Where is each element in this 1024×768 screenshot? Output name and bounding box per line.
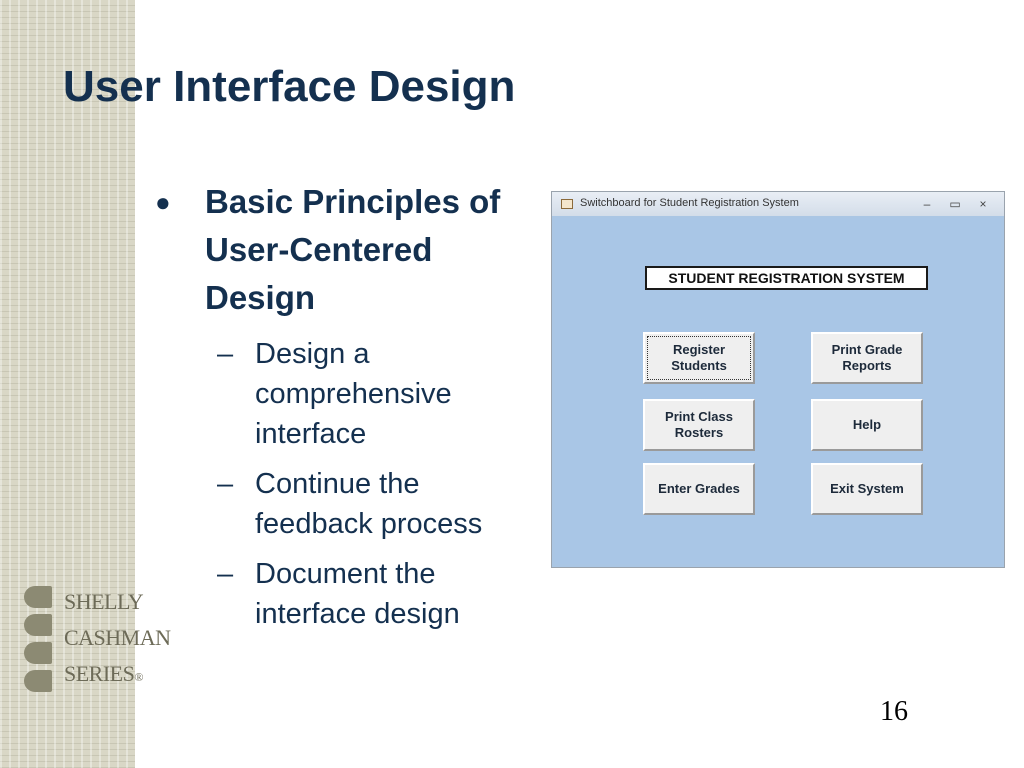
logo-mark-icon <box>24 584 54 694</box>
main-bullet: ● Basic Principles of User-Centered Desi… <box>155 178 535 322</box>
close-button[interactable]: × <box>979 197 987 211</box>
form-icon <box>561 199 573 209</box>
logo-line: CASHMAN <box>64 625 171 650</box>
sub-bullet-item: – Document the interface design <box>217 554 535 634</box>
print-class-rosters-button[interactable]: Print Class Rosters <box>643 399 755 451</box>
logo-line: SHELLY <box>64 589 144 614</box>
sub-bullet-item: – Continue the feedback process <box>217 464 535 544</box>
exit-system-button[interactable]: Exit System <box>811 463 923 515</box>
switchboard-window: Switchboard for Student Registration Sys… <box>551 191 1005 568</box>
system-header-label: STUDENT REGISTRATION SYSTEM <box>645 266 928 290</box>
registered-mark: ® <box>134 670 143 684</box>
enter-grades-button[interactable]: Enter Grades <box>643 463 755 515</box>
sub-bullet-text: Document the interface design <box>255 558 460 630</box>
register-students-button[interactable]: Register Students <box>643 332 755 384</box>
print-grade-reports-button[interactable]: Print Grade Reports <box>811 332 923 384</box>
slide-title: User Interface Design <box>63 62 516 111</box>
dash-icon: – <box>217 558 234 590</box>
decorative-left-strip <box>0 0 135 768</box>
bullet-dot-icon: ● <box>155 187 171 217</box>
main-bullet-text: Basic Principles of User-Centered Design <box>205 183 501 316</box>
page-number: 16 <box>880 696 908 727</box>
window-titlebar[interactable]: Switchboard for Student Registration Sys… <box>552 192 1004 216</box>
bullet-list: ● Basic Principles of User-Centered Desi… <box>155 178 535 644</box>
sub-bullet-list: – Design a comprehensive interface – Con… <box>155 334 535 634</box>
minimize-button[interactable]: – <box>923 197 931 211</box>
window-title: Switchboard for Student Registration Sys… <box>580 197 799 209</box>
switchboard-form: STUDENT REGISTRATION SYSTEM Register Stu… <box>555 218 1001 564</box>
sub-bullet-text: Continue the feedback process <box>255 468 483 540</box>
logo-line-text: SERIES <box>64 661 135 686</box>
logo-line: SERIES® <box>64 656 171 695</box>
maximize-button[interactable]: ▭ <box>949 197 961 211</box>
logo-text: SHELLY CASHMAN SERIES® <box>64 584 171 695</box>
dash-icon: – <box>217 468 234 500</box>
sub-bullet-item: – Design a comprehensive interface <box>217 334 535 454</box>
sub-bullet-text: Design a comprehensive interface <box>255 338 452 450</box>
dash-icon: – <box>217 338 234 370</box>
shelly-cashman-logo: SHELLY CASHMAN SERIES® <box>24 584 171 694</box>
help-button[interactable]: Help <box>811 399 923 451</box>
